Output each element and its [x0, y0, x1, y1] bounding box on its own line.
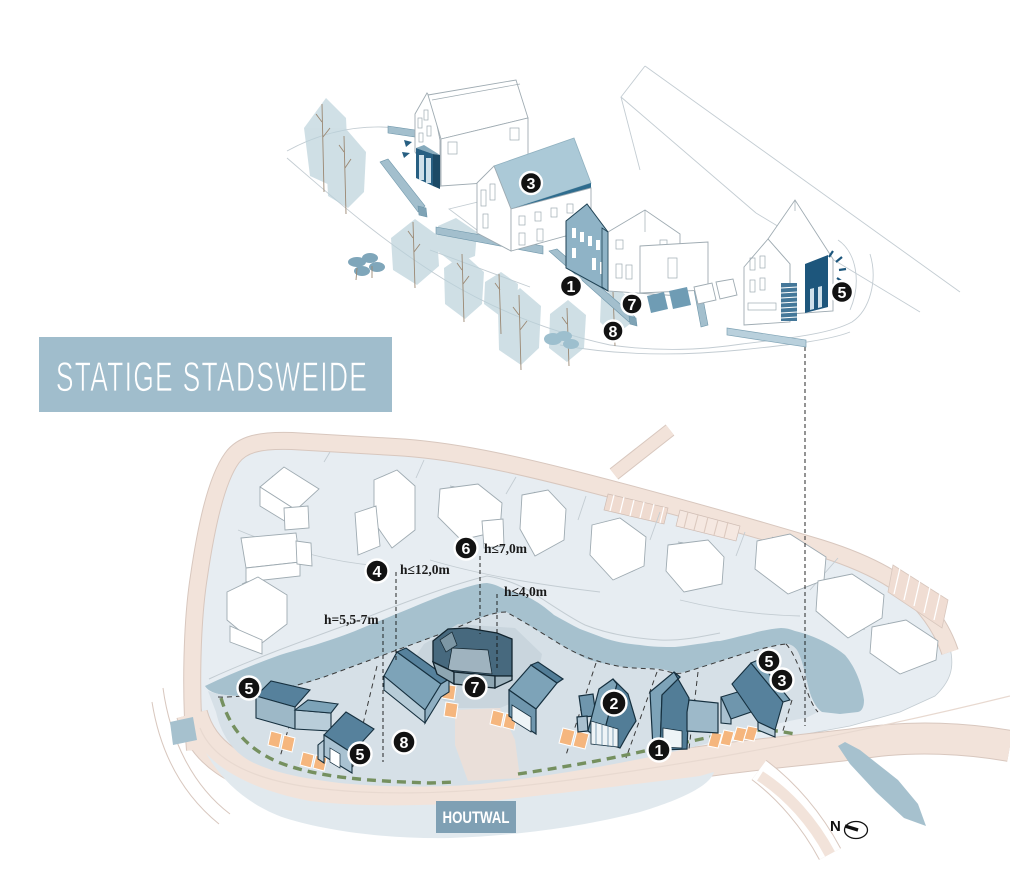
- svg-text:1: 1: [567, 279, 576, 296]
- svg-text:6: 6: [462, 541, 471, 558]
- svg-text:5: 5: [245, 681, 254, 698]
- svg-text:h≤12,0m: h≤12,0m: [400, 562, 451, 577]
- svg-text:5: 5: [838, 285, 847, 302]
- svg-text:8: 8: [400, 735, 409, 752]
- svg-text:7: 7: [628, 297, 637, 314]
- svg-text:HOUTWAL: HOUTWAL: [443, 809, 510, 828]
- svg-text:2: 2: [610, 696, 619, 713]
- svg-text:h≤7,0m: h≤7,0m: [484, 541, 528, 556]
- svg-text:1: 1: [655, 743, 664, 760]
- svg-text:5: 5: [765, 654, 774, 671]
- svg-text:3: 3: [527, 176, 536, 193]
- svg-text:h=5,5-7m: h=5,5-7m: [324, 612, 379, 627]
- svg-text:h≤4,0m: h≤4,0m: [504, 584, 548, 599]
- svg-text:N: N: [830, 818, 841, 835]
- svg-text:5: 5: [356, 747, 365, 764]
- svg-text:8: 8: [609, 324, 618, 341]
- svg-text:7: 7: [471, 680, 480, 697]
- svg-text:STATIGE STADSWEIDE: STATIGE STADSWEIDE: [56, 354, 368, 401]
- svg-text:4: 4: [373, 564, 382, 581]
- svg-text:3: 3: [778, 673, 787, 690]
